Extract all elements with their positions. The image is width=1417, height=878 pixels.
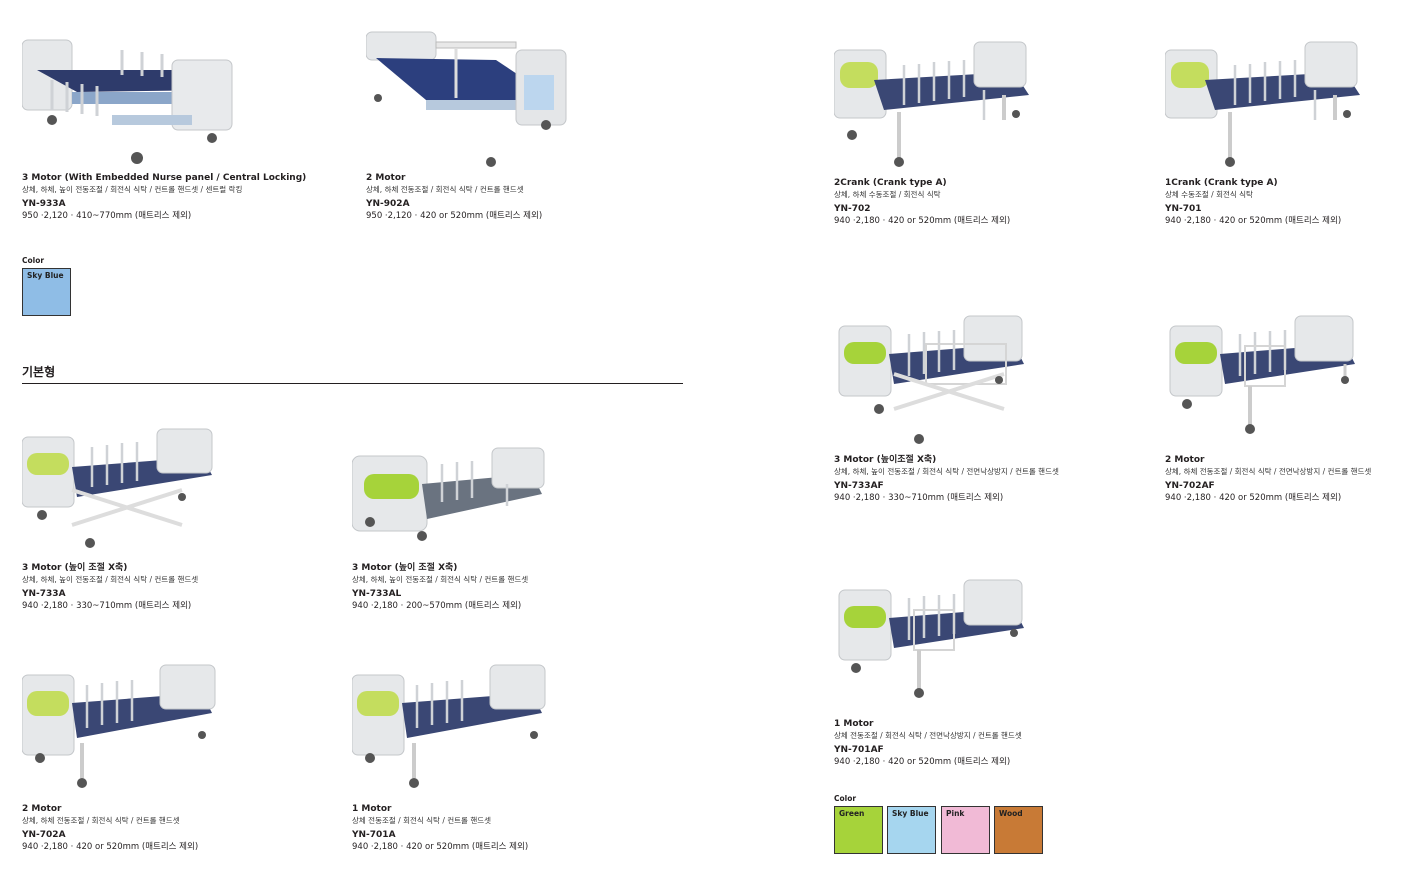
swatch-label: Wood xyxy=(999,809,1023,818)
bed-image xyxy=(22,425,217,560)
bed-image xyxy=(352,663,547,801)
product-name: 2 Motor xyxy=(1165,455,1205,465)
bed-image xyxy=(834,314,1059,452)
product-description: 상체, 하체, 높이 전동조절 / 회전식 식탁 / 컨트롤 핸드셋 / 센트럴… xyxy=(22,185,243,194)
swatch-label: Green xyxy=(839,809,865,818)
product-model: YN-701AF xyxy=(834,745,884,755)
product-description: 상체 수동조절 / 회전식 식탁 xyxy=(1165,190,1253,199)
swatch-label: Pink xyxy=(946,809,965,818)
product-model: YN-702A xyxy=(22,830,66,840)
product-model: YN-733AL xyxy=(352,589,402,599)
product-description: 상체, 하체, 높이 전동조절 / 회전식 식탁 / 컨트롤 핸드셋 xyxy=(22,575,199,584)
product-description: 상체, 하체 전동조절 / 회전식 식탁 / 전면낙상방지 / 컨트롤 핸드셋 xyxy=(1165,467,1372,476)
product-model: YN-701A xyxy=(352,830,396,840)
bed-image xyxy=(834,40,1034,175)
product-yn-733af: 3 Motor (높이조절 X축) 상체, 하체, 높이 전동조절 / 회전식 … xyxy=(834,314,1059,504)
product-dimensions: 940 ·2,180 · 420 or 520mm (매트리스 제외) xyxy=(22,842,199,852)
product-description: 상체, 하체, 높이 전동조절 / 회전식 식탁 / 컨트롤 핸드셋 xyxy=(352,575,529,584)
product-yn-902a: 2 Motor 상체, 하체 전동조절 / 회전식 식탁 / 컨트롤 핸드셋 Y… xyxy=(366,30,571,222)
product-yn-702af: 2 Motor 상체, 하체 전동조절 / 회전식 식탁 / 전면낙상방지 / … xyxy=(1165,314,1371,504)
product-name: 1 Motor xyxy=(352,804,392,814)
product-name: 1 Motor xyxy=(834,719,874,729)
product-yn-701: 1Crank (Crank type A) 상체 수동조절 / 회전식 식탁 Y… xyxy=(1165,40,1365,227)
color-swatch-pink: Pink xyxy=(941,806,990,854)
swatch-label: Sky Blue xyxy=(27,271,64,280)
product-dimensions: 950 ·2,120 · 410~770mm (매트리스 제외) xyxy=(22,211,192,221)
color-swatch-wood: Wood xyxy=(994,806,1043,854)
bed-image xyxy=(1165,40,1365,175)
product-yn-701a: 1 Motor 상체 전동조절 / 회전식 식탁 / 컨트롤 핸드셋 YN-70… xyxy=(352,663,547,853)
product-yn-733al: 3 Motor (높이 조절 X축) 상체, 하체, 높이 전동조절 / 회전식… xyxy=(352,444,547,612)
section-divider xyxy=(22,383,683,384)
product-dimensions: 950 ·2,120 · 420 or 520mm (매트리스 제외) xyxy=(366,211,543,221)
color-swatch-green: Green xyxy=(834,806,883,854)
color-label-top: Color xyxy=(22,256,45,265)
product-description: 상체, 하체 전동조절 / 회전식 식탁 / 컨트롤 핸드셋 xyxy=(22,816,180,825)
product-description: 상체 전동조절 / 회전식 식탁 / 컨트롤 핸드셋 xyxy=(352,816,492,825)
product-dimensions: 940 ·2,180 · 420 or 520mm (매트리스 제외) xyxy=(1165,493,1342,503)
product-name: 2 Motor xyxy=(22,804,62,814)
product-name: 2 Motor xyxy=(366,173,406,183)
product-yn-933a: 3 Motor (With Embedded Nurse panel / Cen… xyxy=(22,30,306,222)
product-name: 3 Motor (With Embedded Nurse panel / Cen… xyxy=(22,173,307,183)
color-label-bottom: Color xyxy=(834,794,857,803)
product-model: YN-702 xyxy=(834,204,871,214)
color-swatch-sky-blue: Sky Blue xyxy=(887,806,936,854)
product-yn-702: 2Crank (Crank type A) 상체, 하체 수동조절 / 회전식 … xyxy=(834,40,1034,227)
product-model: YN-733AF xyxy=(834,481,884,491)
bed-image xyxy=(366,30,571,170)
product-description: 상체, 하체, 높이 전동조절 / 회전식 식탁 / 전면낙상방지 / 컨트롤 … xyxy=(834,467,1059,476)
product-name: 1Crank (Crank type A) xyxy=(1165,178,1278,188)
product-model: YN-733A xyxy=(22,589,66,599)
product-dimensions: 940 ·2,180 · 420 or 520mm (매트리스 제외) xyxy=(834,216,1011,226)
product-description: 상체, 하체 수동조절 / 회전식 식탁 xyxy=(834,190,941,199)
product-model: YN-902A xyxy=(366,199,410,209)
swatch-label: Sky Blue xyxy=(892,809,929,818)
bed-image xyxy=(1165,314,1371,452)
color-swatch-sky-blue: Sky Blue xyxy=(22,268,71,316)
product-dimensions: 940 ·2,180 · 330~710mm (매트리스 제외) xyxy=(22,601,192,611)
product-model: YN-701 xyxy=(1165,204,1202,214)
product-yn-701af: 1 Motor 상체 전동조절 / 회전식 식탁 / 전면낙상방지 / 컨트롤 … xyxy=(834,578,1034,768)
product-dimensions: 940 ·2,180 · 420 or 520mm (매트리스 제외) xyxy=(1165,216,1342,226)
product-dimensions: 940 ·2,180 · 330~710mm (매트리스 제외) xyxy=(834,493,1004,503)
product-dimensions: 940 ·2,180 · 200~570mm (매트리스 제외) xyxy=(352,601,522,611)
section-title: 기본형 xyxy=(22,365,56,379)
product-description: 상체 전동조절 / 회전식 식탁 / 전면낙상방지 / 컨트롤 핸드셋 xyxy=(834,731,1022,740)
bed-image xyxy=(352,444,547,560)
product-dimensions: 940 ·2,180 · 420 or 520mm (매트리스 제외) xyxy=(352,842,529,852)
product-dimensions: 940 ·2,180 · 420 or 520mm (매트리스 제외) xyxy=(834,757,1011,767)
product-description: 상체, 하체 전동조절 / 회전식 식탁 / 컨트롤 핸드셋 xyxy=(366,185,524,194)
product-yn-702a: 2 Motor 상체, 하체 전동조절 / 회전식 식탁 / 컨트롤 핸드셋 Y… xyxy=(22,663,217,853)
product-name: 2Crank (Crank type A) xyxy=(834,178,947,188)
product-yn-733a: 3 Motor (높이 조절 X축) 상체, 하체, 높이 전동조절 / 회전식… xyxy=(22,425,217,612)
product-name: 3 Motor (높이 조절 X축) xyxy=(22,563,128,573)
bed-image xyxy=(834,578,1034,716)
product-name: 3 Motor (높이조절 X축) xyxy=(834,455,937,465)
product-name: 3 Motor (높이 조절 X축) xyxy=(352,563,458,573)
product-model: YN-933A xyxy=(22,199,66,209)
bed-image xyxy=(22,663,217,801)
bed-image xyxy=(22,30,306,170)
product-model: YN-702AF xyxy=(1165,481,1215,491)
